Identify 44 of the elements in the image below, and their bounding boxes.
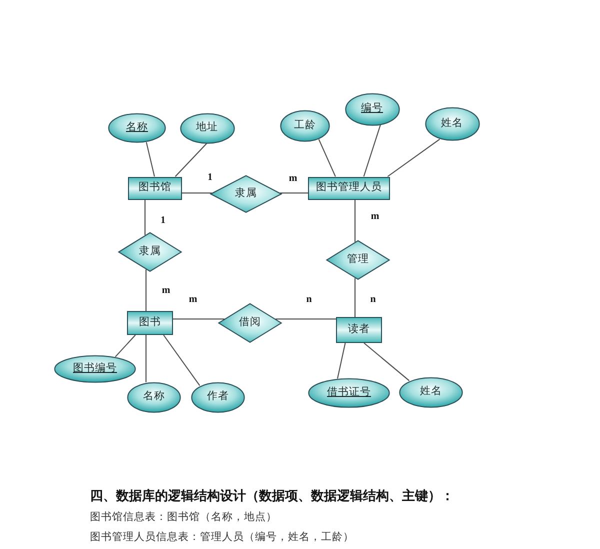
connector-line bbox=[363, 124, 381, 177]
entity-box: 图书管理人员 bbox=[308, 176, 390, 200]
entity-box: 图书 bbox=[127, 311, 173, 335]
attribute-ellipse: 编号 bbox=[344, 92, 400, 126]
cardinality-label: m bbox=[288, 174, 298, 184]
connector-line bbox=[364, 342, 410, 382]
cardinality-label: n bbox=[306, 295, 312, 305]
attribute-ellipse: 名称 bbox=[108, 113, 166, 143]
cardinality-label: n bbox=[370, 295, 376, 305]
body-text: 图书馆信息表：图书馆（名称，地点） bbox=[90, 512, 277, 524]
connector-line bbox=[146, 142, 155, 177]
cardinality-label: m bbox=[188, 295, 198, 305]
cardinality-label: 1 bbox=[208, 173, 212, 183]
attribute-ellipse: 图书编号 bbox=[54, 355, 136, 383]
connector-line bbox=[174, 143, 208, 177]
attribute-ellipse: 借书证号 bbox=[308, 378, 390, 408]
connector-line bbox=[354, 198, 356, 242]
connector-line bbox=[182, 192, 212, 194]
attribute-ellipse: 姓名 bbox=[424, 107, 480, 141]
cardinality-label: m bbox=[370, 212, 380, 222]
connector-line bbox=[275, 318, 337, 320]
attribute-ellipse: 名称 bbox=[127, 382, 181, 412]
cardinality-label: 1 bbox=[160, 216, 166, 226]
section-heading: 四、数据库的逻辑结构设计（数据项、数据逻辑结构、主键）： bbox=[90, 490, 454, 505]
cardinality-label: m bbox=[162, 286, 170, 296]
connector-line bbox=[144, 199, 146, 236]
connector-line bbox=[114, 334, 136, 358]
connector-line bbox=[387, 138, 440, 177]
attribute-ellipse: 工龄 bbox=[280, 110, 330, 142]
relationship-diamond: 管理 bbox=[326, 240, 390, 280]
attribute-ellipse: 作者 bbox=[191, 382, 245, 412]
connector-line bbox=[354, 278, 356, 318]
attribute-ellipse: 姓名 bbox=[399, 376, 463, 408]
relationship-diamond: 借阅 bbox=[218, 303, 282, 343]
entity-box: 读者 bbox=[336, 317, 382, 343]
relationship-diamond: 隶属 bbox=[118, 232, 182, 272]
attribute-ellipse: 地址 bbox=[180, 112, 234, 144]
connector-line bbox=[336, 342, 346, 380]
connector-line bbox=[318, 138, 336, 178]
connector-line bbox=[280, 192, 308, 194]
connector-line bbox=[172, 318, 225, 320]
entity-box: 图书馆 bbox=[128, 176, 182, 200]
body-text: 图书管理人员信息表：管理人员（编号，姓名，工龄） bbox=[90, 532, 354, 544]
connector-line bbox=[163, 334, 200, 386]
